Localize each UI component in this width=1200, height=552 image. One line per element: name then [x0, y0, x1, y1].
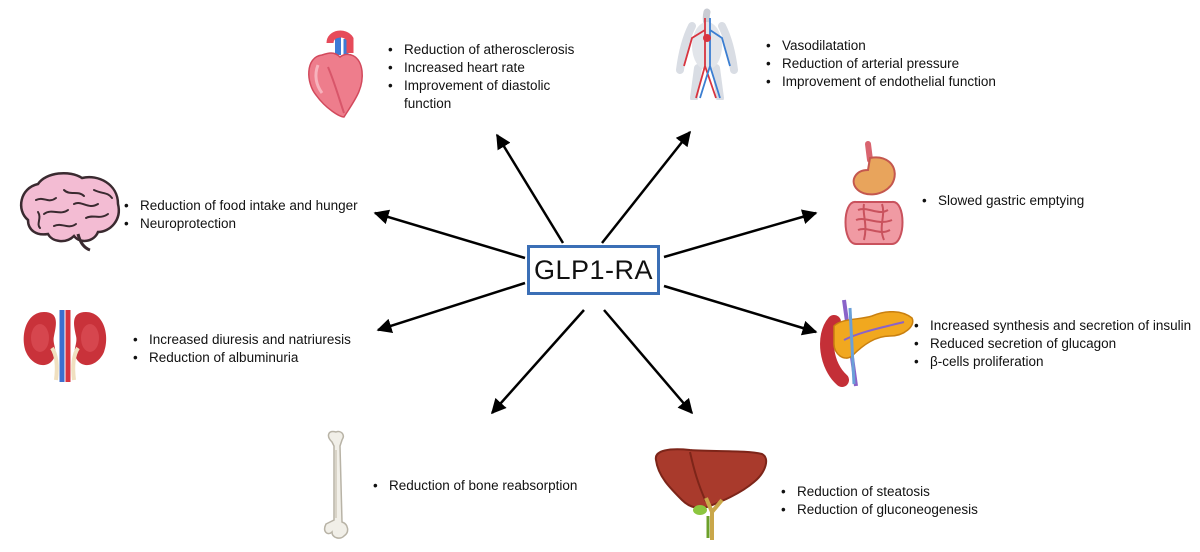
liver-effects: Reduction of steatosis Reduction of gluc…: [779, 483, 1019, 519]
effect-item: Vasodilatation: [764, 37, 1024, 55]
effect-item: Reduced secretion of glucagon: [912, 335, 1200, 353]
effect-item: Reduction of arterial pressure: [764, 55, 1024, 73]
glp1-ra-box: GLP1-RA: [527, 245, 660, 295]
heart-icon: [300, 25, 370, 120]
effect-item: Reduction of albuminuria: [131, 349, 381, 367]
arrow-liver: [603, 309, 693, 415]
effect-item: Improvement of endothelial function: [764, 73, 1024, 91]
kidney-icon: [20, 308, 110, 382]
blood-vessels-icon: [672, 8, 742, 100]
effect-item: β-cells proliferation: [912, 353, 1200, 371]
arrow-bone: [491, 309, 585, 415]
center-label: GLP1-RA: [533, 254, 654, 285]
effect-item: Reduction of steatosis: [779, 483, 1019, 501]
effect-item: Reduction of bone reabsorption: [371, 477, 611, 495]
pancreas-effects: Increased synthesis and secretion of ins…: [912, 317, 1200, 371]
gut-effects: Slowed gastric emptying: [920, 192, 1120, 210]
arrow-gut: [663, 209, 818, 259]
effect-item: Slowed gastric emptying: [920, 192, 1120, 210]
kidney-effects: Increased diuresis and natriuresis Reduc…: [131, 331, 381, 367]
effect-item: Reduction of atherosclerosis: [386, 41, 596, 59]
pancreas-icon: [820, 296, 916, 388]
bone-effects: Reduction of bone reabsorption: [371, 477, 611, 495]
effect-item: Reduction of food intake and hunger: [122, 197, 382, 215]
vessels-effects: Vasodilatation Reduction of arterial pre…: [764, 37, 1024, 91]
brain-effects: Reduction of food intake and hunger Neur…: [122, 197, 382, 233]
brain-icon: [14, 170, 124, 252]
arrow-kidney: [376, 281, 526, 334]
effect-item: Reduction of gluconeogenesis: [779, 501, 1019, 519]
liver-icon: [650, 440, 770, 542]
heart-effects: Reduction of atherosclerosis Increased h…: [386, 41, 596, 113]
effect-item: Increased heart rate: [386, 59, 596, 77]
effect-item: Neuroprotection: [122, 215, 382, 233]
effect-item: Increased diuresis and natriuresis: [131, 331, 381, 349]
effect-item: Improvement of diastolic function: [386, 77, 596, 113]
bone-icon: [318, 428, 358, 540]
arrow-vessels: [601, 130, 691, 244]
arrow-heart: [495, 133, 565, 244]
effect-item: Increased synthesis and secretion of ins…: [912, 317, 1200, 335]
arrow-brain: [373, 209, 526, 260]
arrow-pancreas: [663, 284, 818, 336]
stomach-intestine-icon: [834, 140, 916, 252]
